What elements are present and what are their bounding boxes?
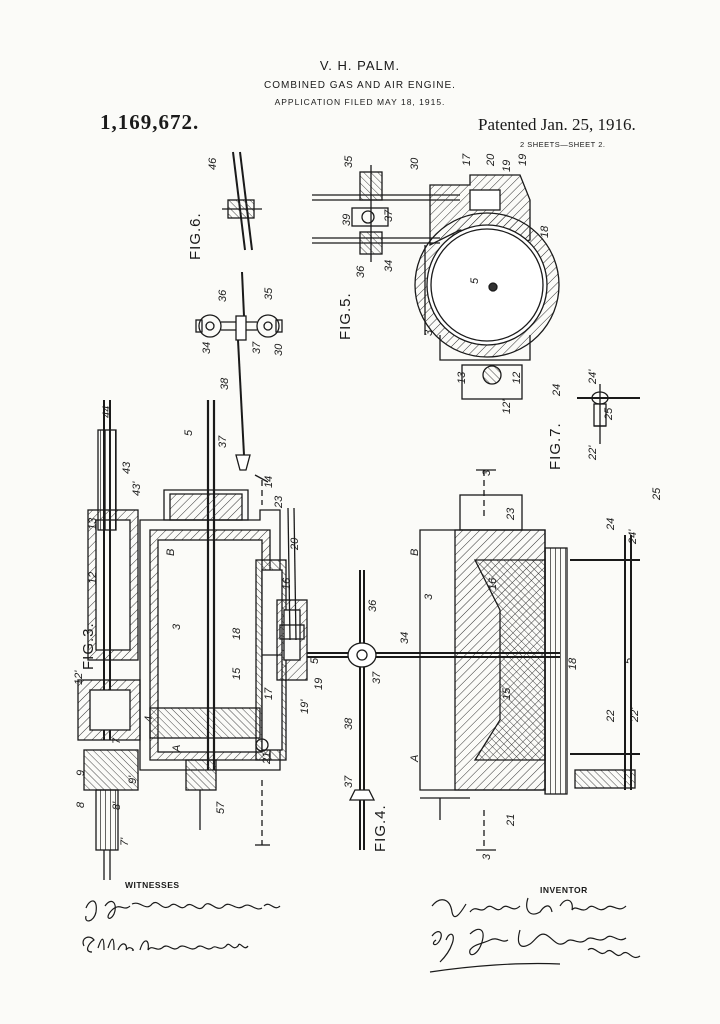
ref-numeral: 36 [355, 265, 367, 278]
ref-numeral: 20 [485, 153, 497, 167]
ref-numeral: 5 [469, 277, 481, 284]
ref-numeral: B [409, 549, 421, 556]
ref-numeral: 24 [605, 518, 617, 531]
ref-numeral: 13 [87, 517, 99, 530]
ref-numeral: 43' [131, 481, 143, 496]
fig4-drawing [307, 470, 640, 850]
ref-numeral: 46 [207, 157, 219, 170]
signatures [83, 898, 640, 972]
fig6-reference-numerals: 46 [207, 157, 219, 170]
witnesses-label: WITNESSES [125, 880, 180, 890]
ref-numeral: 17 [461, 153, 473, 166]
ref-numeral: 30 [409, 157, 421, 170]
ref-numeral: 12' [73, 670, 85, 685]
ref-numeral: B [165, 549, 177, 556]
fig5-drawing [312, 165, 559, 399]
ref-numeral: 7' [119, 837, 131, 846]
ref-numeral: 19 [501, 160, 513, 172]
ref-numeral: 37 [343, 775, 355, 788]
ref-numeral: 57 [215, 801, 227, 814]
ref-numeral: 34 [399, 632, 411, 644]
ref-numeral: 34 [201, 342, 213, 354]
ref-numeral: 8 [75, 801, 87, 808]
ref-numeral: 35 [343, 155, 355, 168]
ref-numeral: 19 [517, 154, 529, 166]
ref-numeral: 22' [587, 445, 599, 461]
ref-numeral: 19 [313, 678, 325, 690]
fig3-label: FIG.3. [80, 622, 97, 670]
ref-numeral: 21 [261, 752, 273, 765]
ref-numeral: 8' [111, 801, 123, 810]
ref-numeral: 37 [217, 435, 229, 448]
ref-numeral: 12 [511, 372, 523, 384]
ref-numeral: 37 [371, 671, 383, 684]
ref-numeral: 36 [367, 599, 379, 612]
inventor-label: INVENTOR [540, 885, 588, 895]
ref-numeral: 16 [487, 577, 499, 590]
ref-numeral: 5 [623, 657, 635, 664]
ref-numeral: 21 [505, 814, 517, 827]
ref-numeral: 5 [183, 429, 195, 436]
ref-numeral: 36 [217, 289, 229, 302]
ref-numeral: 18 [231, 627, 243, 640]
ref-numeral: 18 [567, 657, 579, 670]
ref-numeral: 3 [171, 623, 183, 630]
ref-numeral: 9 [75, 770, 87, 776]
ref-numeral: 15 [501, 687, 513, 700]
witness-signature-1 [86, 901, 280, 921]
ref-numeral: 15 [231, 667, 243, 680]
ref-numeral: 18 [539, 225, 551, 238]
witness-signature-2 [83, 937, 248, 952]
ref-numeral: 24 [551, 384, 563, 397]
fig7-label: FIG.7. [547, 422, 564, 470]
ref-numeral: 7 [111, 737, 123, 744]
ref-numeral: 14 [263, 476, 275, 488]
ref-numeral: 34 [383, 260, 395, 272]
ref-numeral: 39 [341, 214, 353, 226]
ref-numeral: 12' [501, 399, 513, 414]
ref-numeral: 30 [273, 343, 285, 356]
ref-numeral: 5 [309, 657, 321, 664]
ref-numeral: 37 [251, 341, 263, 354]
ref-numeral: 17 [263, 687, 275, 700]
ref-numeral: 25 [603, 407, 615, 421]
ref-numeral: 16 [281, 577, 293, 590]
ref-numeral: 19' [299, 699, 311, 714]
fig5-label: FIG.5. [337, 292, 354, 340]
ref-numeral: 3 [481, 469, 493, 476]
fig6-label: FIG.6. [187, 212, 204, 260]
ref-numeral: 22 [605, 710, 617, 723]
ref-numeral: 12 [87, 572, 99, 584]
ref-numeral: 20 [289, 537, 301, 551]
ref-numeral: 9' [127, 775, 139, 784]
ref-numeral: 44 [101, 406, 113, 418]
ref-numeral: A [409, 755, 421, 763]
ref-numeral: 24' [627, 529, 639, 545]
ref-numeral: 3 [423, 329, 435, 336]
ref-numeral: 24' [587, 369, 599, 385]
ref-numeral: 4 [143, 716, 155, 722]
ref-numeral: 25 [651, 487, 663, 501]
ref-numeral: 3 [481, 853, 493, 860]
ref-numeral: 23 [273, 495, 285, 509]
ref-numeral: 38 [219, 377, 231, 390]
ref-numeral: 23 [505, 507, 517, 521]
ref-numeral: 37 [383, 209, 395, 222]
ref-numeral: A [171, 745, 183, 753]
ref-numeral: 22' [629, 707, 641, 723]
ref-numeral: 3 [423, 593, 435, 600]
ref-numeral: 38 [343, 717, 355, 730]
fig4-label: FIG.4. [372, 804, 389, 852]
inventor-signature [432, 898, 626, 917]
ref-numeral: 13 [456, 371, 468, 384]
ref-numeral: 35 [263, 287, 275, 300]
ref-numeral: 43 [121, 461, 133, 474]
attorney-signature [430, 929, 640, 972]
